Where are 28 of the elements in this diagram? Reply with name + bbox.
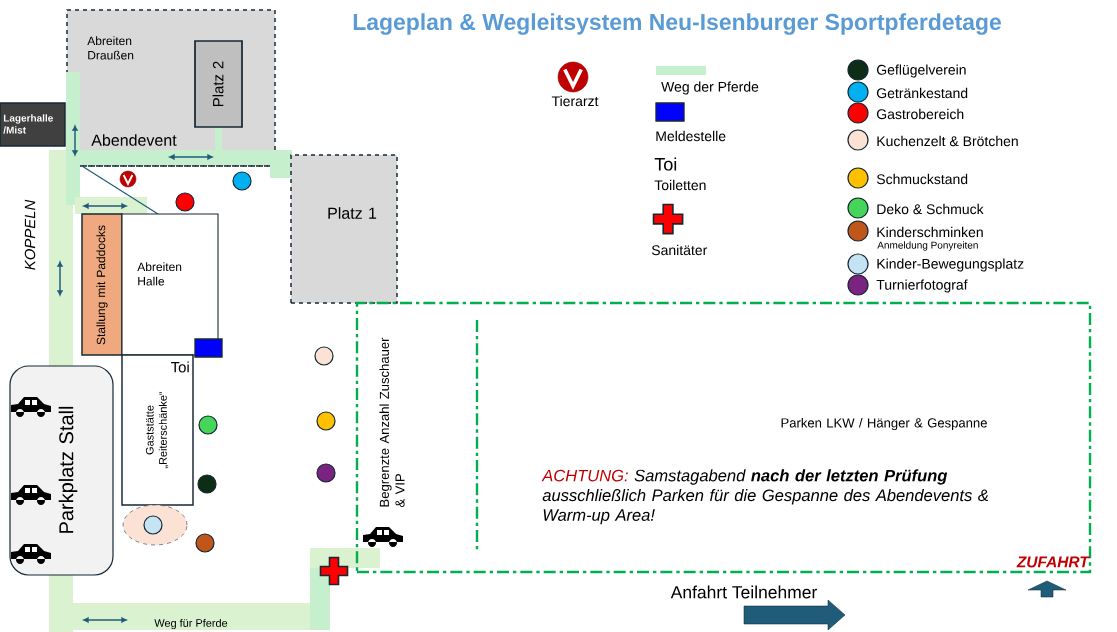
legend-text: Tierarzt xyxy=(551,95,599,107)
legend-text: Toiletten xyxy=(654,179,706,191)
legend-text: Weg der Pferde xyxy=(661,81,759,95)
legend-text: Turnierfotograf xyxy=(876,279,968,293)
legend-text: Deko & Schmuck xyxy=(877,203,984,215)
legend-sample-text: Toi xyxy=(654,157,677,171)
legend-text: Gastrobereich xyxy=(877,108,964,120)
legend-subtext: Anmeldung Ponyreiten xyxy=(877,241,978,251)
legend-text: Meldestelle xyxy=(656,130,726,142)
arena: Platz 1 xyxy=(290,154,398,304)
building: Lagerhalle /Mist xyxy=(0,102,66,147)
title: Lageplan & Wegleitsystem Neu-Isenburger Sportpferdetage xyxy=(353,13,1001,35)
note-text: ACHTUNG: Samstagabend nach der letzten Prüfung ausschließlich Parken für die Gespanne des Abendevents & Warm-up Area! xyxy=(541,469,988,525)
area-label: KOPPELN xyxy=(24,199,36,270)
parking-area: Parkplatz Stall xyxy=(9,365,114,576)
hall: Abreiten Halle xyxy=(121,213,219,356)
legend-text: Kinderschminken xyxy=(877,226,983,238)
legend-text: Geflügelverein xyxy=(877,64,966,78)
legend-text: Schmuckstand xyxy=(876,173,968,185)
legend-text: Kuchenzelt & Brötchen xyxy=(877,135,1018,147)
entrance-label: ZUFAHRT xyxy=(1016,556,1090,568)
path-label: Weg für Pferde xyxy=(154,618,228,630)
legend-text: Sanitäter xyxy=(651,244,708,256)
restaurant: Toi Gaststätte „Reiterschänke“ xyxy=(121,354,194,506)
stable: Stallung mit Paddocks xyxy=(81,213,123,356)
legend-text: Kinder-Bewegungsplatz xyxy=(877,258,1024,272)
legend-text: Getränkestand xyxy=(877,87,968,99)
arena: Platz 2 xyxy=(194,40,243,128)
